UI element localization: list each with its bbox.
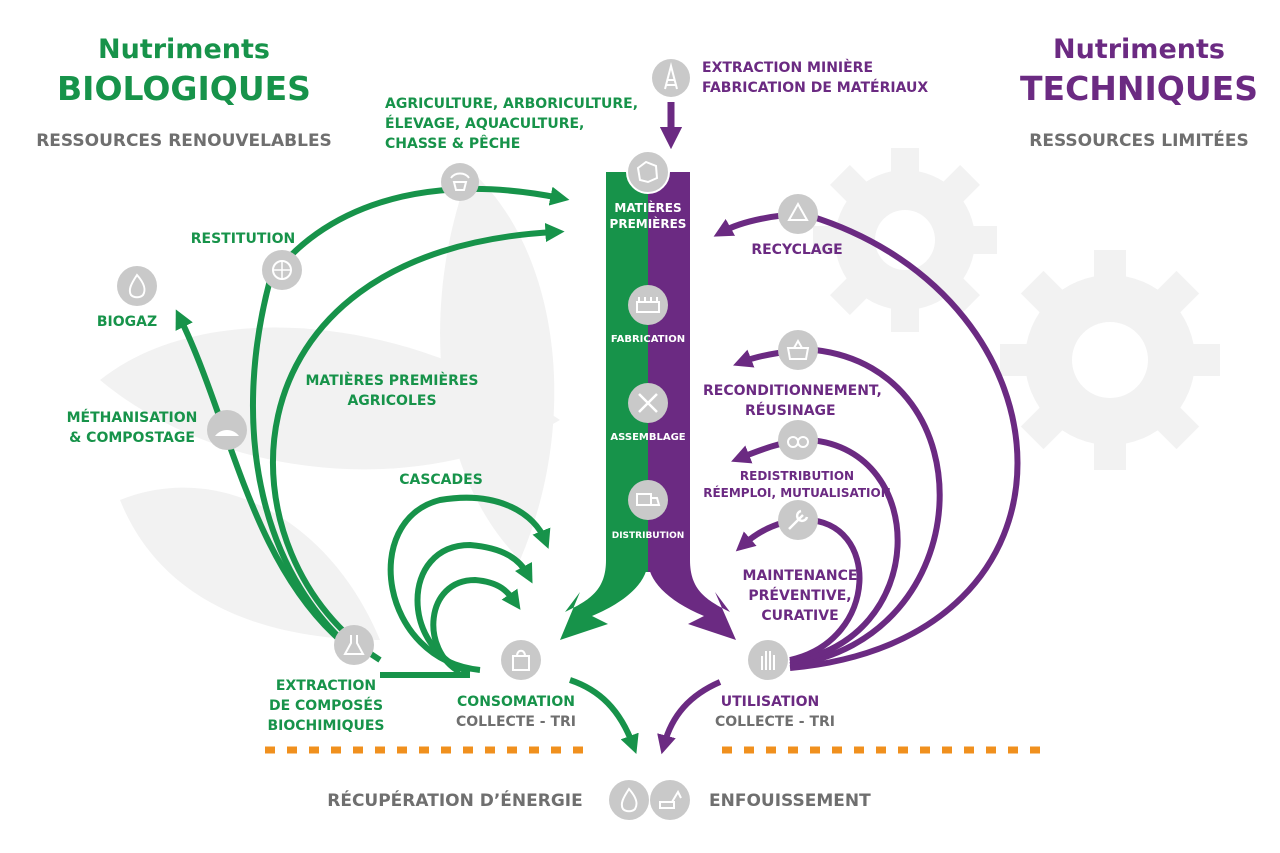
arrow-maintenance xyxy=(735,516,863,663)
matieres-label-line1: MATIÈRES xyxy=(614,200,681,215)
extraction-label-line1: EXTRACTION xyxy=(276,678,376,694)
factory-icon xyxy=(628,285,668,325)
maintenance-label-line1: MAINTENANCE xyxy=(743,568,858,584)
oil-rig-icon xyxy=(652,59,690,97)
redistribution-label-line1: REDISTRIBUTION xyxy=(740,469,854,483)
sharing-icon xyxy=(778,420,818,460)
compost-icon xyxy=(207,410,247,450)
hand-icon xyxy=(748,640,788,680)
bio-arrows xyxy=(175,186,639,754)
agriculture-label-line2: ÉLEVAGE, AQUACULTURE, xyxy=(385,115,584,132)
arrow-recyclage xyxy=(713,212,1021,671)
tech-collecte-label: COLLECTE - TRI xyxy=(715,714,835,730)
center-arrow-bio xyxy=(560,560,648,640)
fire-icon xyxy=(117,266,157,306)
consommation-label: CONSOMATION xyxy=(457,694,575,710)
right-title-line2: TECHNIQUES xyxy=(1020,69,1258,108)
methanisation-label-line1: MÉTHANISATION xyxy=(67,409,198,426)
flask-icon xyxy=(334,625,374,665)
top-source-line1: EXTRACTION MINIÈRE xyxy=(702,59,873,76)
arrow-cascade-3 xyxy=(430,576,521,675)
top-source-line2: FABRICATION DE MATÉRIAUX xyxy=(702,79,928,96)
shopping-bag-icon xyxy=(501,640,541,680)
extraction-label-line3: BIOCHIMIQUES xyxy=(267,718,384,734)
energy-fire-icon xyxy=(609,780,649,820)
left-title-line2: BIOLOGIQUES xyxy=(57,69,311,108)
center-arrow-tech xyxy=(648,560,736,640)
recycle-icon xyxy=(778,194,818,234)
assemblage-label: ASSEMBLAGE xyxy=(610,432,685,443)
restitution-label: RESTITUTION xyxy=(191,231,295,247)
right-subtitle: RESSOURCES LIMITÉES xyxy=(1029,129,1249,151)
leaf-shape-bottom xyxy=(120,487,380,640)
biogaz-label: BIOGAZ xyxy=(97,314,157,330)
redistribution-label-line2: RÉEMPLOI, MUTUALISATION xyxy=(703,485,891,500)
tools-icon xyxy=(628,383,668,423)
globe-hands-icon xyxy=(262,250,302,290)
left-title-line1: Nutriments xyxy=(98,34,270,65)
energie-label: RÉCUPÉRATION D’ÉNERGIE xyxy=(327,789,583,811)
distribution-label: DISTRIBUTION xyxy=(612,531,685,541)
maintenance-label-line2: PRÉVENTIVE, xyxy=(748,587,851,604)
agriculture-label-line3: CHASSE & PÊCHE xyxy=(385,135,520,152)
arrow-cascade-1 xyxy=(387,494,551,673)
excavator-icon xyxy=(650,780,690,820)
matieres-agricoles-label-line2: AGRICOLES xyxy=(347,393,436,409)
matieres-label-line2: PREMIÈRES xyxy=(610,216,687,231)
reconditionnement-label-line1: RECONDITIONNEMENT, xyxy=(703,383,882,399)
extraction-label-line2: DE COMPOSÉS xyxy=(269,697,383,714)
arrow-cascade-2 xyxy=(414,541,533,675)
utilisation-label: UTILISATION xyxy=(721,694,819,710)
fabrication-label: FABRICATION xyxy=(611,334,685,345)
arrow-biogaz xyxy=(175,309,342,643)
bio-labels: AGRICULTURE, ARBORICULTURE, ÉLEVAGE, AQU… xyxy=(67,96,638,734)
methanisation-label-line2: & COMPOSTAGE xyxy=(69,430,195,446)
right-title-line1: Nutriments xyxy=(1053,34,1225,65)
agriculture-label-line1: AGRICULTURE, ARBORICULTURE, xyxy=(385,96,638,112)
delivery-truck-icon xyxy=(628,480,668,520)
matieres-agricoles-label-line1: MATIÈRES PREMIÈRES xyxy=(305,372,478,389)
recyclage-label: RECYCLAGE xyxy=(751,242,842,258)
livestock-icon xyxy=(441,163,479,201)
bio-collecte-label: COLLECTE - TRI xyxy=(456,714,576,730)
enfouissement-label: ENFOUISSEMENT xyxy=(709,791,871,811)
arrow-enfouissement xyxy=(657,679,722,755)
icons xyxy=(117,59,818,820)
gear-icon xyxy=(813,148,997,332)
arrow-matieres-agricoles xyxy=(270,222,565,663)
cascades-label: CASCADES xyxy=(399,472,483,488)
leaf-shape-center xyxy=(440,170,555,560)
wrench-icon xyxy=(778,500,818,540)
arrow-energie xyxy=(569,677,639,754)
raw-material-icon xyxy=(626,150,670,194)
refurbish-icon xyxy=(778,330,818,370)
reconditionnement-label-line2: RÉUSINAGE xyxy=(745,402,836,419)
tech-labels: RECYCLAGE RECONDITIONNEMENT, RÉUSINAGE R… xyxy=(703,242,891,710)
gear-icon xyxy=(1000,250,1220,470)
arrow-redistribution xyxy=(731,436,901,665)
left-subtitle: RESSOURCES RENOUVELABLES xyxy=(36,131,332,151)
maintenance-label-line3: CURATIVE xyxy=(761,608,838,624)
